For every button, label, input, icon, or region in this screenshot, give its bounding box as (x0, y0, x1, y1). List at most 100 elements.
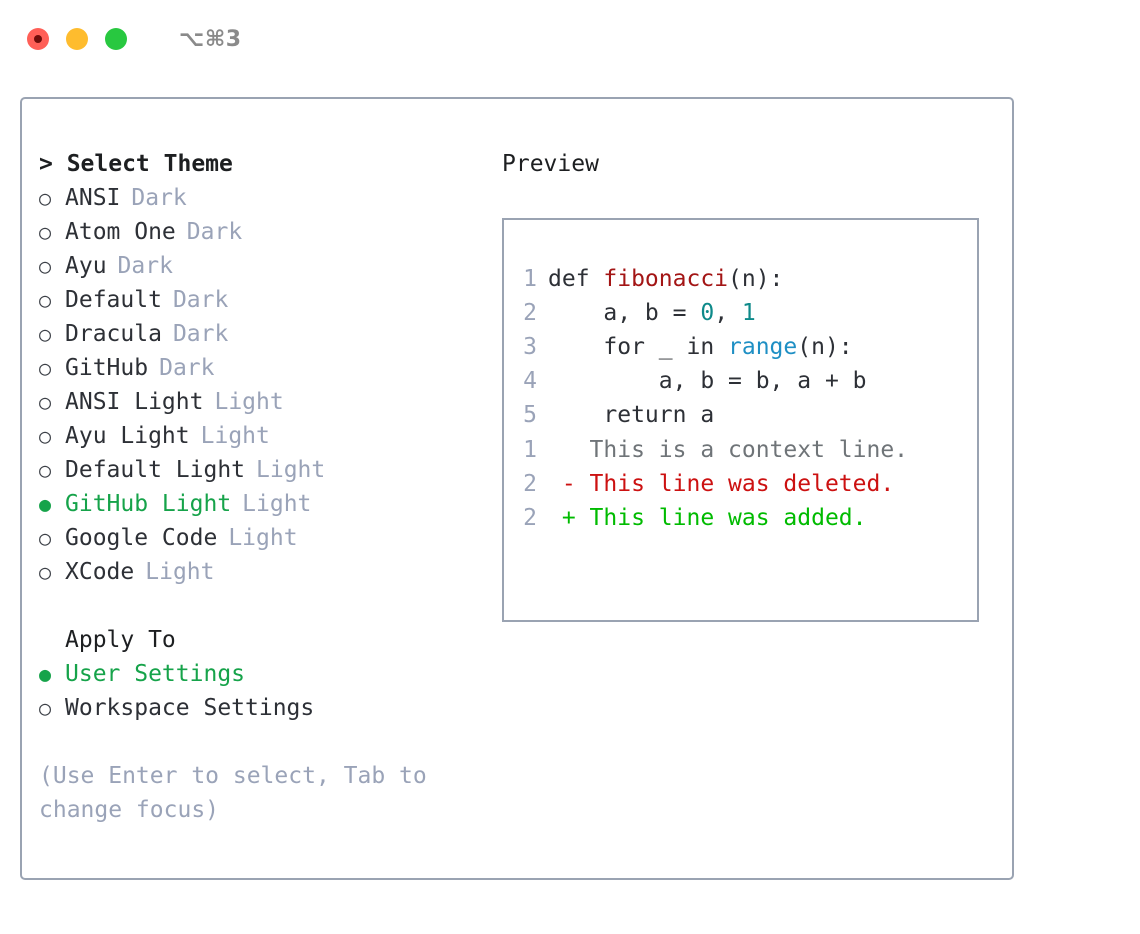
radio-unselected-icon: ○ (39, 390, 52, 414)
code-token-kw: def (548, 266, 604, 292)
code-line: 1 def fibonacci(n): (517, 262, 971, 296)
diff-line: 1 This is a context line. (517, 433, 971, 467)
code-token-plain: for _ in (548, 334, 729, 360)
theme-option-tag: Dark (186, 219, 243, 245)
radio-unselected-icon: ○ (39, 560, 52, 584)
code-line: 3 for _ in range(n): (517, 330, 971, 364)
theme-option-tag: Light (145, 559, 215, 585)
minimize-button[interactable] (66, 28, 88, 50)
code-line: 2 a, b = 0, 1 (517, 296, 971, 330)
apply-to-option-workspace-settings[interactable]: ○ Workspace Settings (39, 691, 489, 725)
diff-line-text: This is a context line. (548, 437, 909, 463)
theme-option-ayu[interactable]: ○ Ayu Dark (39, 249, 489, 283)
theme-option-label: Dracula (65, 321, 162, 347)
close-button[interactable] (27, 28, 49, 50)
theme-option-label: Ayu Light (65, 423, 190, 449)
radio-unselected-icon: ○ (39, 186, 52, 210)
select-theme-heading: > Select Theme (39, 151, 233, 177)
apply-to-option-label: User Settings (65, 661, 246, 687)
diff-line-text: - This line was deleted. (548, 471, 895, 497)
code-token-bi: range (728, 334, 798, 360)
theme-option-tag: Light (228, 525, 298, 551)
theme-option-tag: Light (256, 457, 326, 483)
radio-unselected-icon: ○ (39, 288, 52, 312)
theme-option-tag: Dark (131, 185, 187, 211)
keyboard-hint-text: (Use Enter to select, Tab to change focu… (39, 763, 427, 823)
theme-option-label: Default (65, 287, 162, 313)
theme-option-tag: Light (214, 389, 284, 415)
theme-option-label: Google Code (65, 525, 218, 551)
radio-selected-icon: ● (39, 662, 52, 686)
apply-to-option-list[interactable]: ● User Settings ○ Workspace Settings (39, 657, 489, 725)
radio-unselected-icon: ○ (39, 696, 52, 720)
theme-option-default[interactable]: ○ Default Dark (39, 283, 489, 317)
line-number: 1 (523, 266, 537, 292)
theme-option-default-light[interactable]: ○ Default Light Light (39, 453, 489, 487)
radio-unselected-icon: ○ (39, 458, 52, 482)
theme-option-tag: Light (242, 491, 312, 517)
line-number: 2 (523, 471, 537, 497)
apply-to-heading: Apply To (65, 627, 176, 653)
theme-option-label: GitHub Light (65, 491, 232, 517)
code-token-plain: (n): (728, 266, 784, 292)
keyboard-shortcut-label: ⌥⌘3 (179, 26, 242, 52)
theme-option-tag: Light (200, 423, 270, 449)
code-line: 5 return a (517, 398, 971, 432)
code-token-plain: (n): (797, 334, 853, 360)
theme-option-label: Default Light (65, 457, 246, 483)
theme-option-dracula[interactable]: ○ Dracula Dark (39, 317, 489, 351)
diff-line: 2 - This line was deleted. (517, 467, 971, 501)
code-token-plain: a, b = (548, 300, 701, 326)
line-number: 2 (523, 300, 537, 326)
traffic-lights (27, 28, 127, 50)
code-token-fn: fibonacci (603, 266, 729, 292)
theme-option-label: GitHub (65, 355, 149, 381)
theme-option-google-code[interactable]: ○ Google Code Light (39, 521, 489, 555)
line-number: 1 (523, 437, 537, 463)
code-token-plain: a, b = b, a + b (548, 368, 867, 394)
theme-option-tag: Dark (172, 287, 229, 313)
theme-option-label: XCode (65, 559, 135, 585)
diff-sample: 1 This is a context line.2 - This line w… (517, 433, 971, 535)
apply-to-option-user-settings[interactable]: ● User Settings (39, 657, 489, 691)
line-number: 5 (523, 402, 537, 428)
line-number: 2 (523, 505, 537, 531)
line-number: 3 (523, 334, 537, 360)
radio-unselected-icon: ○ (39, 220, 52, 244)
radio-unselected-icon: ○ (39, 322, 52, 346)
diff-line-text: + This line was added. (548, 505, 867, 531)
code-line: 4 a, b = b, a + b (517, 364, 971, 398)
title-bar: ⌥⌘3 (0, 0, 1140, 78)
theme-option-tag: Dark (159, 355, 215, 381)
code-token-num: 1 (741, 300, 756, 326)
theme-option-label: ANSI (65, 185, 121, 211)
diff-line: 2 + This line was added. (517, 501, 971, 535)
theme-option-tag: Dark (117, 253, 173, 279)
list-spacer (39, 589, 489, 623)
theme-option-label: ANSI Light (65, 389, 204, 415)
radio-unselected-icon: ○ (39, 254, 52, 278)
line-number: 4 (523, 368, 537, 394)
radio-unselected-icon: ○ (39, 526, 52, 550)
code-token-plain: return a (548, 402, 715, 428)
theme-option-tag: Dark (172, 321, 229, 347)
theme-option-ansi[interactable]: ○ ANSI Dark (39, 181, 489, 215)
radio-selected-icon: ● (39, 492, 52, 516)
theme-option-xcode[interactable]: ○ XCode Light (39, 555, 489, 589)
code-token-num: 0 (700, 300, 715, 326)
maximize-button[interactable] (105, 28, 127, 50)
theme-option-ansi-light[interactable]: ○ ANSI Light Light (39, 385, 489, 419)
theme-option-github-light[interactable]: ● GitHub Light Light (39, 487, 489, 521)
theme-option-label: Ayu (65, 253, 107, 279)
apply-to-option-label: Workspace Settings (65, 695, 315, 721)
